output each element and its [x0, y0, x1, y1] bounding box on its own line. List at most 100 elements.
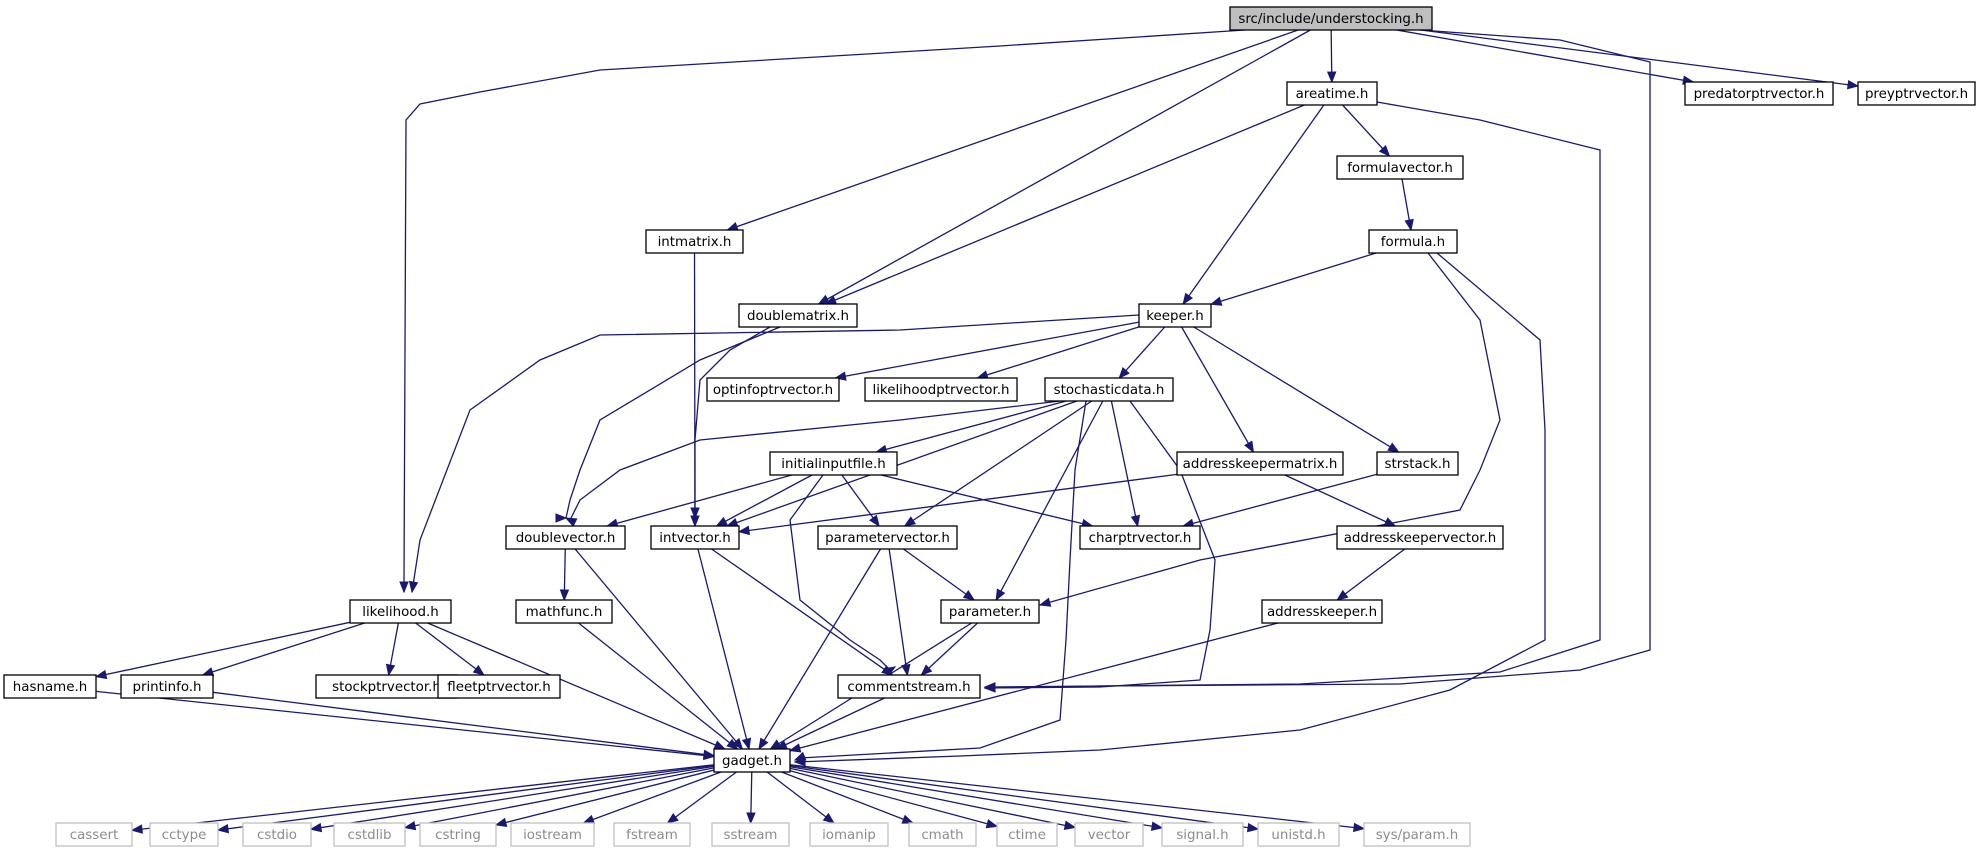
- edge-doublevector-to-gadget-arrowhead: [732, 737, 744, 751]
- node-iostream: iostream: [510, 822, 595, 847]
- node-formulavector-label: formulavector.h: [1347, 161, 1453, 176]
- node-gadget-box: [713, 748, 791, 773]
- node-charptrvector[interactable]: charptrvector.h: [1079, 525, 1201, 550]
- node-formulavector[interactable]: formulavector.h: [1336, 155, 1464, 180]
- edge-gadget-to-iostream: [583, 771, 722, 824]
- edge-initialinputfile-to-parametervector: [841, 474, 880, 527]
- edge-parametervector-to-commentstream-arrowhead: [901, 663, 911, 677]
- edge-stochasticdata-to-intvector: [726, 400, 1078, 527]
- edge-keeper-to-addresskeepermatrix: [1181, 326, 1254, 453]
- node-fleetptrvector-box: [437, 674, 561, 699]
- edge-root-to-intmatrix-arrowhead: [726, 222, 739, 232]
- node-predatorptrvector[interactable]: predatorptrvector.h: [1684, 81, 1834, 106]
- edge-gadget-to-cctype-arrowhead: [216, 824, 230, 834]
- edge-gadget-to-ctime: [789, 770, 998, 828]
- node-root[interactable]: src/include/understocking.h: [1229, 6, 1433, 31]
- node-formula[interactable]: formula.h: [1368, 229, 1458, 254]
- edge-keeper-to-stochasticdata-arrowhead: [1118, 367, 1130, 380]
- node-sysparam-label: sys/param.h: [1376, 828, 1459, 843]
- edge-stochasticdata-to-parameter: [995, 400, 1104, 601]
- node-likelihood[interactable]: likelihood.h: [349, 599, 452, 624]
- edge-keeper-to-strstack: [1193, 326, 1399, 453]
- node-strstack-box: [1376, 451, 1459, 476]
- node-stochasticdata-label: stochasticdata.h: [1054, 383, 1165, 398]
- node-doublematrix[interactable]: doublematrix.h: [738, 303, 858, 328]
- node-stockptrvector[interactable]: stockptrvector.h: [315, 674, 458, 699]
- node-doublevector[interactable]: doublevector.h: [505, 525, 626, 550]
- node-fstream: fstream: [613, 822, 691, 847]
- node-addresskeepervector[interactable]: addresskeepervector.h: [1336, 525, 1504, 550]
- node-signal-label: signal.h: [1176, 828, 1228, 843]
- node-optinfoptrvector[interactable]: optinfoptrvector.h: [706, 377, 840, 402]
- node-cstring-label: cstring: [435, 828, 481, 843]
- edge-intvector-to-commentstream: [711, 548, 893, 676]
- node-mathfunc-box: [515, 599, 613, 624]
- edge-gadget-to-cmath-arrowhead: [901, 814, 915, 824]
- edge-printinfo-to-gadget-arrowhead: [702, 749, 716, 760]
- edge-root-to-doublematrix: [818, 29, 1311, 305]
- node-initialinputfile[interactable]: initialinputfile.h: [769, 451, 898, 476]
- edge-doublematrix-to-intvector: [694, 326, 771, 518]
- edge-formula-to-parameter-arrowhead: [1038, 597, 1052, 607]
- node-unistd-box: [1257, 822, 1340, 847]
- edge-gadget-to-cstdlib: [404, 767, 715, 829]
- node-areatime[interactable]: areatime.h: [1286, 81, 1378, 106]
- edge-stochasticdata-to-doublevector-arrowhead: [564, 517, 578, 527]
- node-gadget[interactable]: gadget.h: [713, 748, 791, 773]
- edge-addresskeepermatrix-to-addresskeepervector: [1284, 474, 1396, 527]
- node-addresskeepermatrix[interactable]: addresskeepermatrix.h: [1176, 451, 1344, 476]
- edge-gadget-to-fstream-arrowhead: [666, 812, 679, 824]
- node-parametervector[interactable]: parametervector.h: [817, 525, 958, 550]
- edge-gadget-to-fstream: [667, 771, 737, 824]
- edge-hasname-to-gadget: [95, 690, 715, 758]
- node-ctime: ctime: [996, 822, 1058, 847]
- edge-gadget-to-cstdio: [310, 765, 715, 830]
- node-vector-box: [1074, 822, 1144, 847]
- node-cstdlib-label: cstdlib: [347, 828, 391, 843]
- edge-gadget-to-cstring-arrowhead: [494, 817, 508, 827]
- node-printinfo-label: printinfo.h: [132, 680, 201, 695]
- edge-gadget-to-vector-arrowhead: [1063, 820, 1077, 830]
- edge-stochasticdata-to-charptrvector-arrowhead: [1130, 514, 1141, 528]
- node-formula-label: formula.h: [1381, 235, 1445, 250]
- edge-formula-to-keeper: [1210, 252, 1377, 305]
- edge-gadget-to-iostream-arrowhead: [582, 814, 595, 824]
- node-printinfo[interactable]: printinfo.h: [120, 674, 214, 699]
- edge-gadget-to-cstring: [495, 769, 715, 826]
- edge-addresskeepermatrix-to-addresskeepervector-arrowhead: [1383, 517, 1397, 527]
- edge-addresskeepervector-to-addresskeeper: [1336, 548, 1406, 601]
- node-signal-box: [1161, 822, 1244, 847]
- edge-doublematrix-to-doublevector-arrowhead: [555, 513, 568, 523]
- edge-gadget-to-unistd-arrowhead: [1246, 822, 1260, 833]
- node-cstdio-box: [242, 822, 312, 847]
- node-root-label: src/include/understocking.h: [1238, 12, 1423, 27]
- edge-gadget-to-cstdio-arrowhead: [309, 822, 323, 833]
- node-mathfunc[interactable]: mathfunc.h: [515, 599, 613, 624]
- node-intvector[interactable]: intvector.h: [650, 525, 740, 550]
- node-cstring: cstring: [419, 822, 497, 847]
- edge-keeper-to-likelihood-arrowhead: [408, 580, 419, 594]
- node-sysparam-box: [1363, 822, 1471, 847]
- node-commentstream[interactable]: commentstream.h: [837, 674, 981, 699]
- node-intmatrix[interactable]: intmatrix.h: [645, 229, 744, 254]
- node-preyptrvector[interactable]: preyptrvector.h: [1857, 81, 1976, 106]
- node-formulavector-box: [1336, 155, 1464, 180]
- node-likelihoodptrvector[interactable]: likelihoodptrvector.h: [864, 377, 1018, 402]
- node-commentstream-box: [837, 674, 981, 699]
- node-hasname[interactable]: hasname.h: [3, 674, 97, 699]
- edge-formula-to-parameter: [1039, 252, 1501, 606]
- node-parameter[interactable]: parameter.h: [940, 599, 1040, 624]
- edge-areatime-to-keeper-arrowhead: [1182, 292, 1194, 306]
- node-stochasticdata[interactable]: stochasticdata.h: [1044, 377, 1174, 402]
- edge-root-to-intmatrix: [727, 29, 1299, 231]
- node-parameter-box: [940, 599, 1040, 624]
- edge-areatime-to-doublematrix: [825, 104, 1305, 305]
- node-addresskeeper[interactable]: addresskeeper.h: [1261, 599, 1383, 624]
- node-fleetptrvector[interactable]: fleetptrvector.h: [437, 674, 561, 699]
- node-keeper[interactable]: keeper.h: [1138, 303, 1212, 328]
- edge-keeper-to-strstack-arrowhead: [1387, 442, 1400, 453]
- node-strstack[interactable]: strstack.h: [1376, 451, 1459, 476]
- node-charptrvector-label: charptrvector.h: [1089, 531, 1192, 546]
- node-ctime-box: [996, 822, 1058, 847]
- edge-root-to-predatorptrvector: [1396, 29, 1694, 83]
